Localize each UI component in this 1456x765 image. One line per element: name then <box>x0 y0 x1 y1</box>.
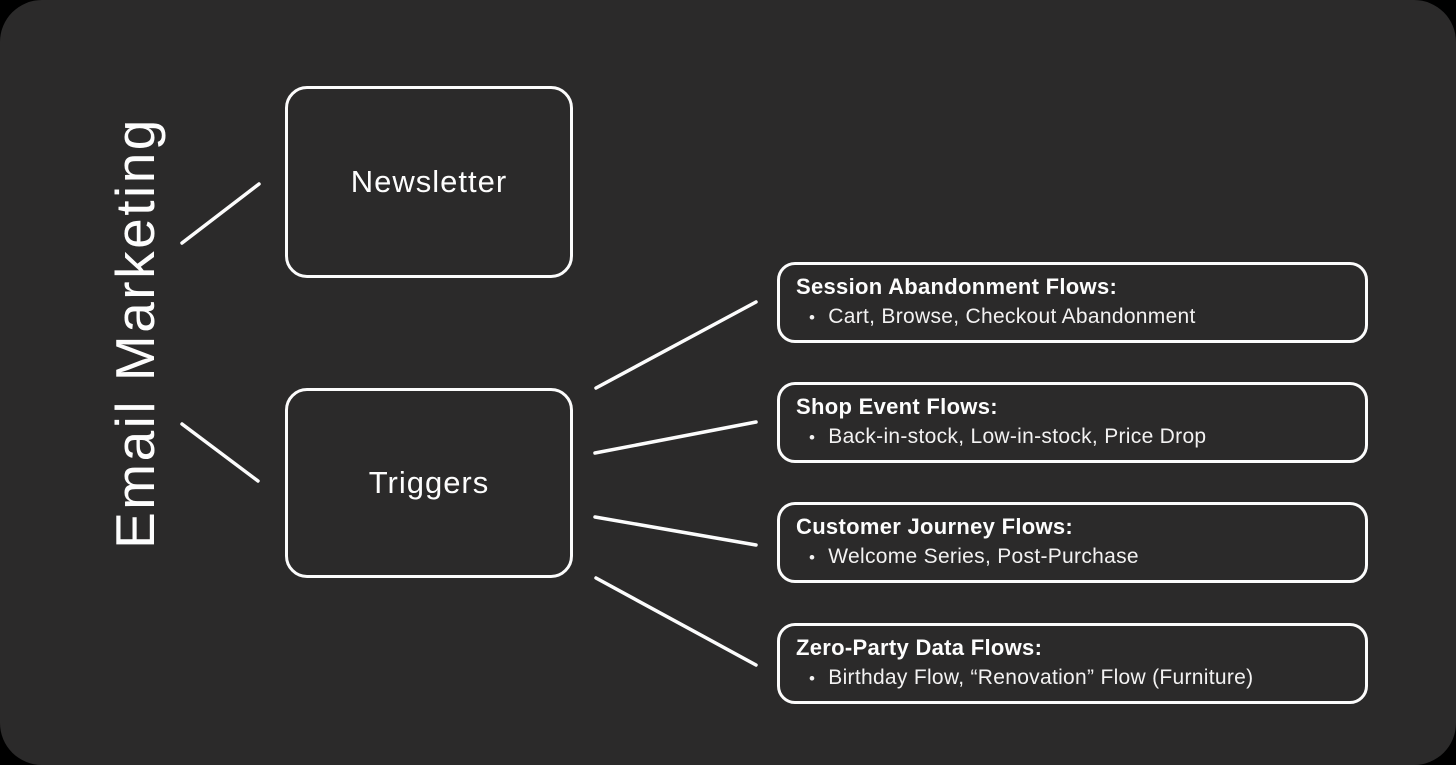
node-triggers: Triggers <box>285 388 573 578</box>
edge-triggers-to-shop-event <box>593 420 758 455</box>
edge-triggers-to-session-abandonment <box>594 300 758 390</box>
flow-title: Customer Journey Flows: <box>796 514 1074 540</box>
edge-triggers-to-customer-journey <box>593 515 758 547</box>
edge-root-to-triggers <box>180 422 260 483</box>
flow-title: Shop Event Flows: <box>796 394 998 420</box>
flow-bullet-text: Cart, Browse, Checkout Abandonment <box>828 304 1196 328</box>
flow-bullet-item: • Cart, Browse, Checkout Abandonment <box>796 305 1349 329</box>
node-newsletter: Newsletter <box>285 86 573 278</box>
flow-box-customer-journey: Customer Journey Flows: • Welcome Series… <box>777 502 1368 583</box>
flow-box-shop-event: Shop Event Flows: • Back-in-stock, Low-i… <box>777 382 1368 463</box>
root-node-label: Email Marketing <box>104 117 166 549</box>
flow-bullet-text: Birthday Flow, “Renovation” Flow (Furnit… <box>828 665 1254 689</box>
flow-box-session-abandonment: Session Abandonment Flows: • Cart, Brows… <box>777 262 1368 343</box>
bullet-icon: • <box>809 668 816 688</box>
bullet-icon: • <box>809 547 816 567</box>
flow-box-zero-party-data: Zero-Party Data Flows: • Birthday Flow, … <box>777 623 1368 704</box>
flow-bullet-item: • Back-in-stock, Low-in-stock, Price Dro… <box>796 425 1349 449</box>
flow-title: Zero-Party Data Flows: <box>796 635 1043 661</box>
bullet-icon: • <box>809 427 816 447</box>
flow-bullet-text: Back-in-stock, Low-in-stock, Price Drop <box>828 424 1207 448</box>
flow-bullet-item: • Birthday Flow, “Renovation” Flow (Furn… <box>796 666 1349 690</box>
flow-bullet-text: Welcome Series, Post-Purchase <box>828 544 1139 568</box>
edge-triggers-to-zero-party <box>594 576 758 667</box>
edge-root-to-newsletter <box>180 182 261 245</box>
node-newsletter-label: Newsletter <box>350 164 508 199</box>
bullet-icon: • <box>809 307 816 327</box>
flow-title: Session Abandonment Flows: <box>796 274 1118 300</box>
root-node-email-marketing: Email Marketing <box>90 33 180 633</box>
flow-bullet-item: • Welcome Series, Post-Purchase <box>796 545 1349 569</box>
node-triggers-label: Triggers <box>368 465 490 500</box>
